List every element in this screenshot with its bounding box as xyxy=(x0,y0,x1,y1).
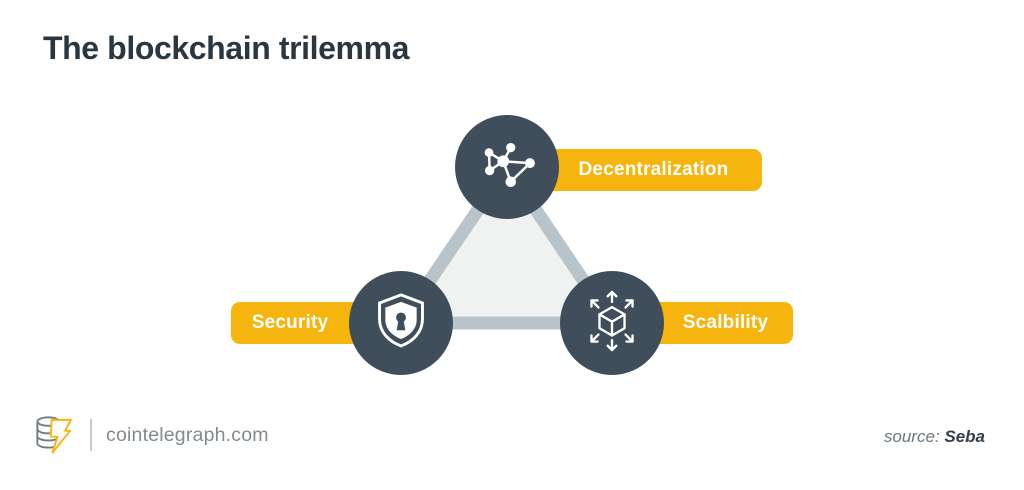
scalability-badge: Scalbility xyxy=(640,302,793,344)
decentralization-badge: Decentralization xyxy=(545,149,762,191)
decentralization-label: Decentralization xyxy=(578,159,729,180)
cube-expand-icon xyxy=(579,288,645,359)
decentralization-node xyxy=(455,115,559,219)
source-prefix: source: xyxy=(883,427,940,446)
source-name: Seba xyxy=(944,427,985,446)
page-title: The blockchain trilemma xyxy=(43,30,410,66)
scalability-node xyxy=(560,271,664,375)
cointelegraph-coin-bolt-icon xyxy=(34,414,76,461)
site-label: cointelegraph.com xyxy=(106,424,269,446)
source-label: source: Seba xyxy=(884,427,985,447)
security-label: Security xyxy=(251,312,329,333)
network-icon xyxy=(476,134,538,201)
scalability-label: Scalbility xyxy=(682,312,769,333)
shield-lock-icon xyxy=(372,292,430,355)
footer-divider xyxy=(90,419,92,451)
security-node xyxy=(349,271,453,375)
